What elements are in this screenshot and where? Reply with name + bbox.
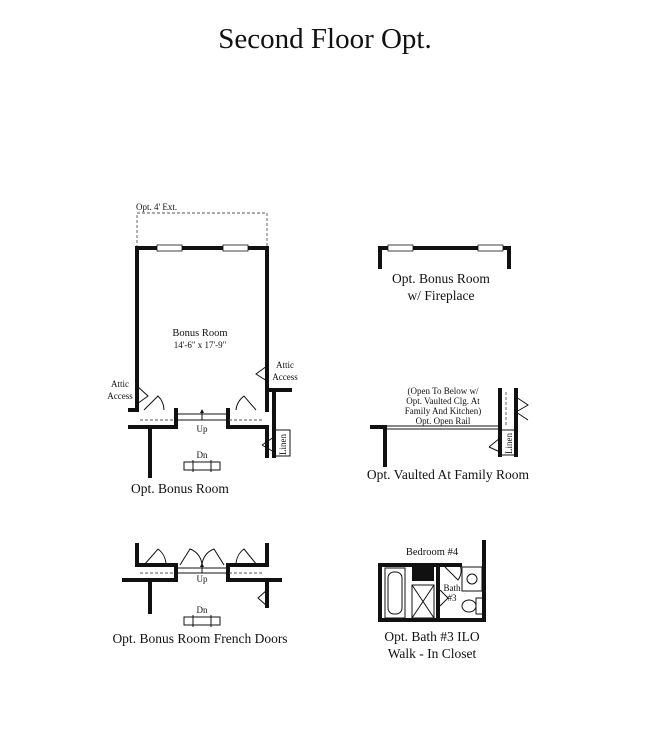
vaulted-linen-door <box>488 437 501 453</box>
room-name: Bonus Room <box>172 328 227 339</box>
page-title: Second Floor Opt. <box>218 23 431 55</box>
vaulted-left-wall <box>370 425 387 467</box>
bath-caption-1: Opt. Bath #3 ILO <box>384 629 479 644</box>
french-doors-caption: Opt. Bonus Room French Doors <box>112 631 287 646</box>
bath-door-2 <box>439 589 449 607</box>
window-right <box>222 244 249 252</box>
fd-up-label: Up <box>197 574 208 584</box>
stair-down-rail <box>183 461 221 471</box>
left-closet-door <box>143 395 165 411</box>
bedroom-label: Bedroom #4 <box>406 547 459 558</box>
left-attic-door <box>136 385 149 405</box>
lower-right-wall <box>226 408 269 429</box>
linen-closet <box>273 429 291 457</box>
bonus-room-walls <box>135 246 269 412</box>
window-left <box>156 244 183 252</box>
bathtub-inner <box>387 571 403 615</box>
french-door-left <box>179 548 203 566</box>
bathtub <box>384 567 406 619</box>
vanity <box>461 566 483 592</box>
linen-cabinet-x2 <box>411 584 435 619</box>
right-closet-door <box>235 395 257 411</box>
up-label: Up <box>197 424 208 434</box>
bath-caption-2: Walk - In Closet <box>388 646 477 661</box>
sink <box>466 573 478 585</box>
fd-dn-label: Dn <box>197 605 208 615</box>
attic-right-label-1: Attic <box>276 360 294 370</box>
vaulted-note-1: (Open To Below w/ <box>408 386 479 396</box>
linen-cabinet <box>411 584 435 619</box>
french-door-right <box>201 548 225 566</box>
fd-stair-down-rail <box>183 616 221 626</box>
fd-side-door <box>257 589 268 607</box>
extension-label: Opt. 4' Ext. <box>136 202 177 212</box>
fireplace-window-right <box>477 244 504 252</box>
vaulted-caption: Opt. Vaulted At Family Room <box>367 467 530 482</box>
up-arrow-head <box>200 409 204 413</box>
bath-label-2: #3 <box>448 593 458 603</box>
attic-left-label-1: Attic <box>111 379 129 389</box>
linen-label: Linen <box>278 434 288 455</box>
vaulted-linen-label: Linen <box>504 433 514 454</box>
attic-right-label-2: Access <box>272 372 298 382</box>
bath-door <box>444 564 462 581</box>
fd-left-closet-door <box>143 548 167 566</box>
room-dims: 14'-6" x 17'-9" <box>174 340 227 350</box>
extension-outline <box>136 212 268 249</box>
fireplace-window-left <box>387 244 414 252</box>
fd-right-closet-door <box>235 548 258 566</box>
fireplace-plan: Opt. Bonus Room w/ Fireplace <box>378 244 511 303</box>
right-attic-door <box>255 365 268 382</box>
toilet-bowl <box>461 599 477 613</box>
fireplace-caption-2: w/ Fireplace <box>407 288 474 303</box>
vaulted-linen <box>499 429 517 456</box>
vaulted-note-3: Family And Kitchen) <box>405 406 482 416</box>
toilet-tank <box>475 597 484 615</box>
lower-left-wall <box>128 408 178 429</box>
fd-lower-right-wall <box>226 563 282 582</box>
linen-door <box>261 436 275 453</box>
vaulted-closet-door <box>515 396 529 421</box>
vaulted-plan: (Open To Below w/ Opt. Vaulted Clg. At F… <box>367 386 530 482</box>
fireplace-caption-1: Opt. Bonus Room <box>392 271 490 286</box>
mechanical-chase <box>412 567 434 581</box>
bath-label-1: Bath <box>444 583 461 593</box>
fd-lower-left-wall <box>122 563 178 582</box>
bonus-room-plan: Opt. 4' Ext. Up Bonus Room 14'-6" x 17'-… <box>107 202 298 496</box>
fireplace-walls <box>378 246 511 269</box>
bath-plan: Bedroom #4 Bath #3 Opt. Bath #3 ILO Walk… <box>378 540 486 661</box>
dn-label: Dn <box>197 450 208 460</box>
vaulted-note-2: Opt. Vaulted Clg. At <box>406 396 480 406</box>
bonus-room-caption: Opt. Bonus Room <box>131 481 229 496</box>
open-rail-label: Opt. Open Rail <box>416 416 471 426</box>
attic-left-label-2: Access <box>107 391 133 401</box>
french-doors-plan: Up Dn Opt. Bonus Room French Doors <box>112 543 288 646</box>
